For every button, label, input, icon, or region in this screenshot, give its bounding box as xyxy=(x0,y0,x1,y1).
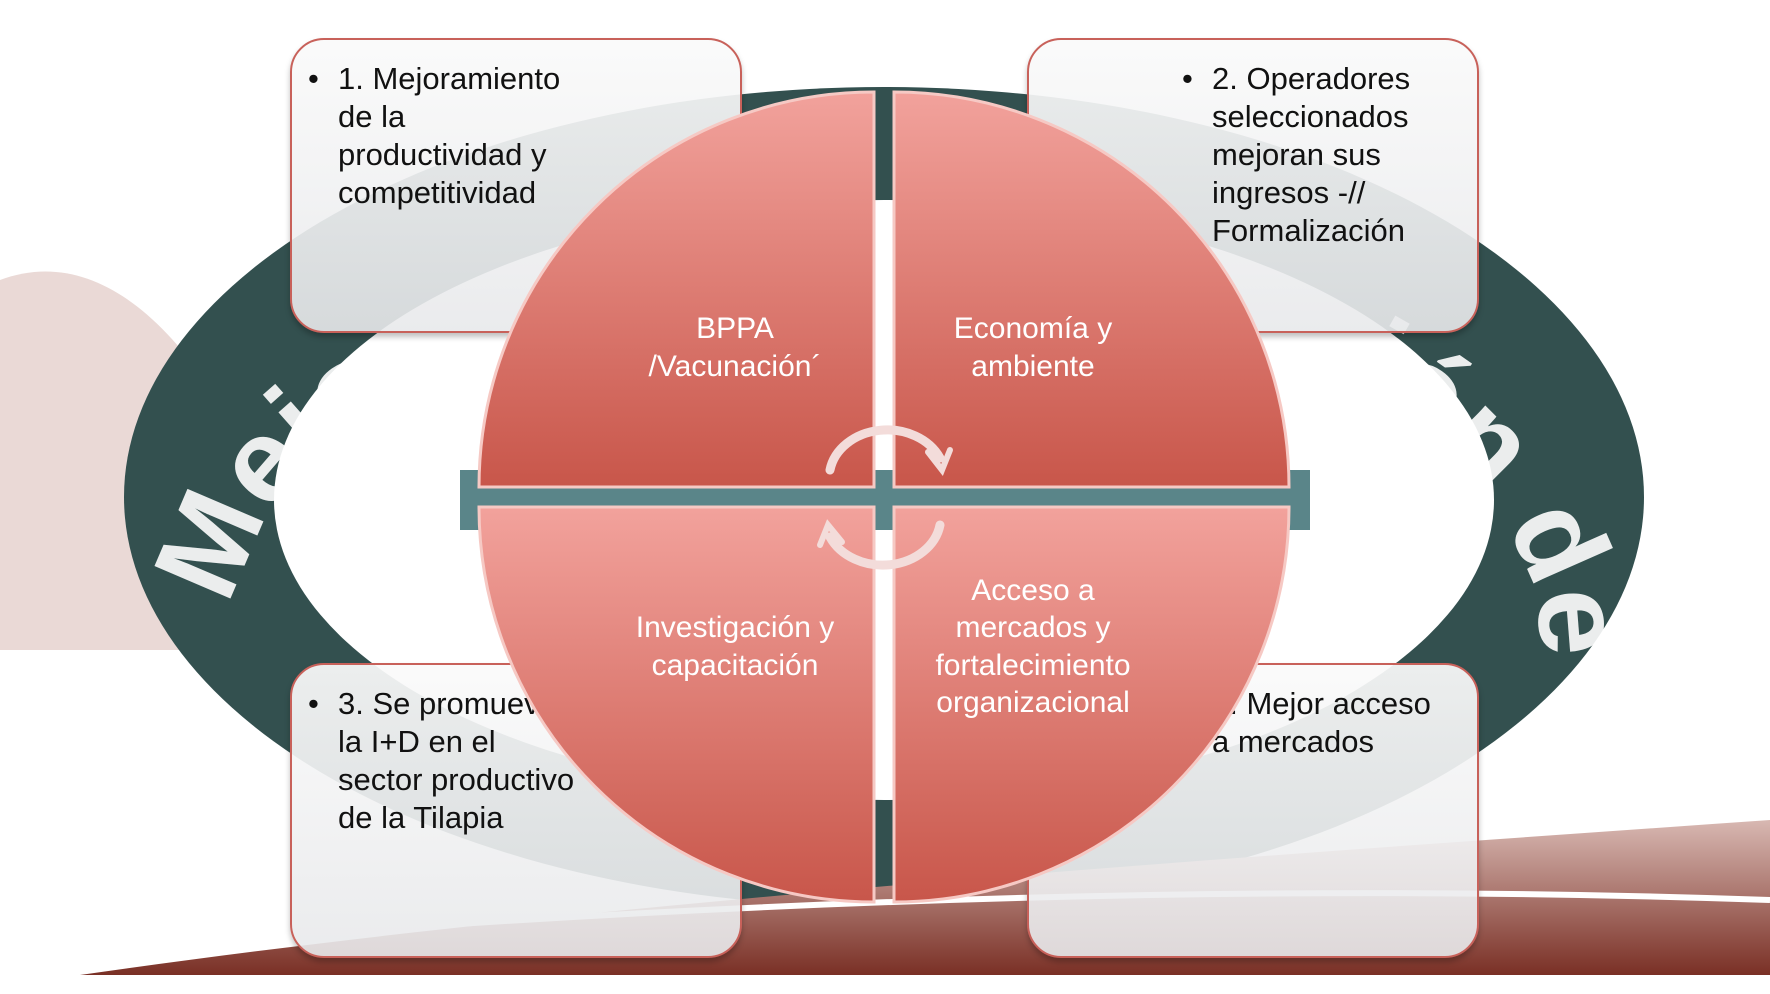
quadrant-bppa xyxy=(477,90,876,489)
quadrant-acceso xyxy=(892,505,1291,904)
quadrant-bppa-label: BPPA/Vacunación´ xyxy=(649,312,822,383)
quadrant-economia xyxy=(892,90,1291,489)
quadrant-investigacion xyxy=(477,505,876,904)
cycle-arrows-icon xyxy=(817,425,953,570)
